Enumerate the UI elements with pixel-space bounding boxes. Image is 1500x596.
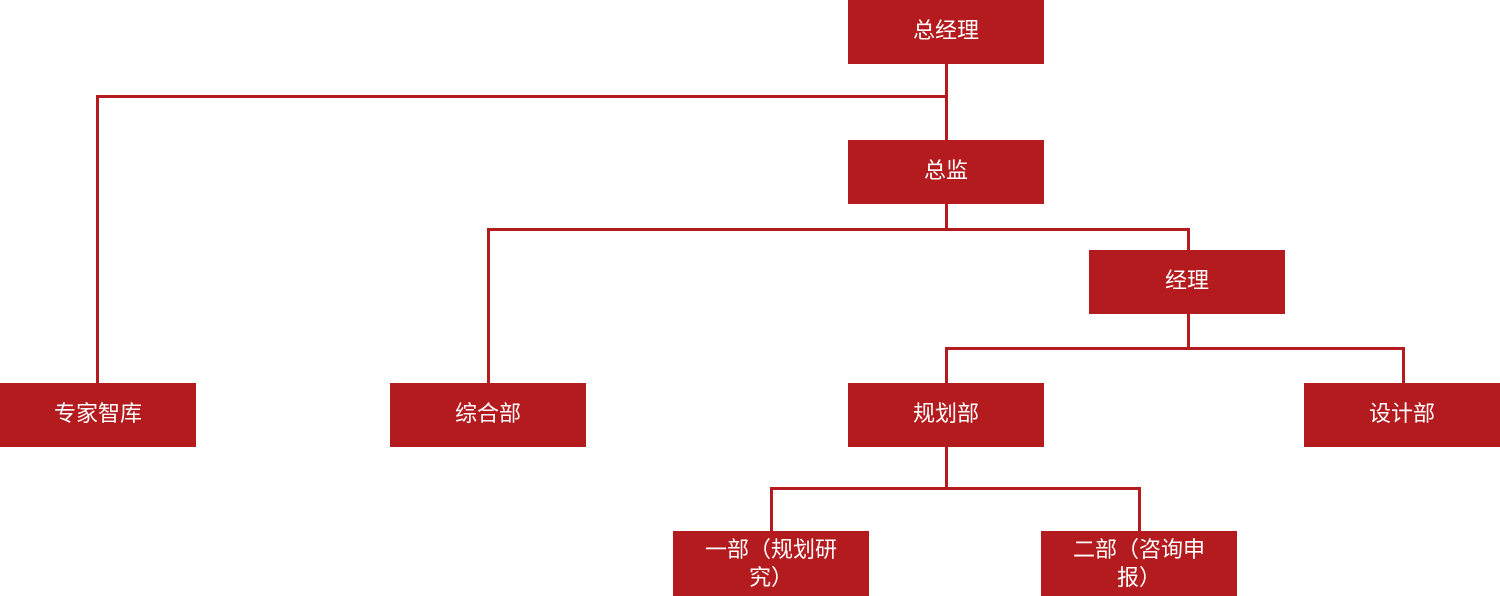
connector <box>770 487 773 531</box>
connector <box>945 347 948 383</box>
connector <box>96 95 948 98</box>
connector <box>945 64 948 140</box>
connector <box>1187 314 1190 350</box>
node-planning-dept: 规划部 <box>848 383 1044 447</box>
connector <box>770 487 1141 490</box>
connector <box>487 228 1190 231</box>
connector <box>945 347 1405 350</box>
connector <box>96 95 99 383</box>
connector <box>1402 347 1405 383</box>
connector <box>1138 487 1141 531</box>
node-design-dept: 设计部 <box>1304 383 1500 447</box>
connector <box>1187 228 1190 250</box>
node-manager: 经理 <box>1089 250 1285 314</box>
node-think-tank: 专家智库 <box>0 383 196 447</box>
node-dept-two: 二部（咨询申报） <box>1041 531 1237 596</box>
node-dept-one: 一部（规划研究） <box>673 531 869 596</box>
connector <box>945 204 948 230</box>
node-director: 总监 <box>848 140 1044 204</box>
node-general-dept: 综合部 <box>390 383 586 447</box>
connector <box>487 228 490 383</box>
connector <box>945 447 948 490</box>
node-general-manager: 总经理 <box>848 0 1044 64</box>
